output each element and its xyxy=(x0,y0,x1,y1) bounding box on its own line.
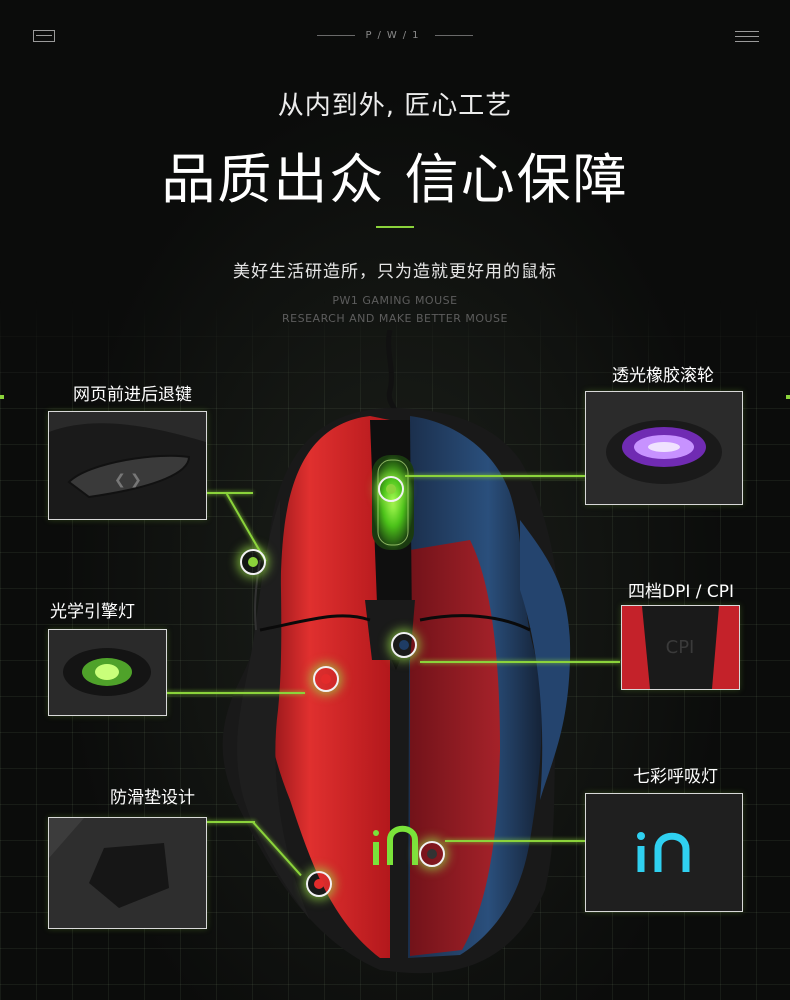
connector-side-buttons xyxy=(205,492,253,494)
connector-breathing-light xyxy=(445,840,585,842)
connector-scroll-wheel xyxy=(405,475,585,477)
logo-glow xyxy=(373,825,418,865)
callout-label-scroll-wheel: 透光橡胶滚轮 xyxy=(612,366,714,386)
subtitle: 从内到外, 匠心工艺 xyxy=(277,91,513,121)
logo-text: iN xyxy=(663,905,664,907)
callout-label-breathing-light: 七彩呼吸灯 xyxy=(633,767,718,787)
connector-dpi xyxy=(420,661,620,663)
connector-optical-engine xyxy=(165,692,305,694)
edge-tick-right xyxy=(786,395,790,399)
connector-anti-slip xyxy=(205,821,255,823)
page-indicator: P/W/1 xyxy=(0,30,790,41)
callout-label-optical-engine: 光学引擎灯 xyxy=(50,602,135,622)
callout-label-anti-slip: 防滑垫设计 xyxy=(110,788,195,808)
mouse-illustration xyxy=(222,330,571,974)
accent-divider xyxy=(376,226,414,228)
english-caption-line2: RESEARCH AND MAKE BETTER MOUSE xyxy=(282,312,508,325)
callout-label-dpi: 四档DPI / CPI xyxy=(628,582,735,602)
page-indicator-text: P/W/1 xyxy=(365,30,425,41)
english-caption-line1: PW1 GAMING MOUSE xyxy=(332,294,458,307)
marker-scroll-wheel xyxy=(378,476,404,502)
tagline: 美好生活研造所，只为造就更好用的鼠标 xyxy=(233,262,557,282)
callout-image-side-buttons: ❮ ❯ xyxy=(48,411,207,520)
callout-image-optical-engine xyxy=(48,629,167,716)
page-title: 品质出众 信心保障 xyxy=(161,148,629,211)
callout-image-scroll-wheel xyxy=(585,391,743,505)
callout-image-breathing-light: iN xyxy=(585,793,743,912)
marker-side-buttons xyxy=(240,549,266,575)
marker-anti-slip xyxy=(306,871,332,897)
svg-text:❮ ❯: ❮ ❯ xyxy=(114,472,142,488)
callout-label-side-buttons: 网页前进后退键 xyxy=(73,385,192,405)
callout-image-dpi: CPI xyxy=(621,605,740,690)
menu-icon xyxy=(735,31,759,43)
window-icon xyxy=(33,30,55,42)
marker-optical-engine xyxy=(313,666,339,692)
callout-image-anti-slip xyxy=(48,817,207,929)
edge-tick-left xyxy=(0,395,4,399)
marker-breathing-light xyxy=(419,841,445,867)
english-caption: PW1 GAMING MOUSE RESEARCH AND MAKE BETTE… xyxy=(0,292,790,328)
cpi-button-label: CPI xyxy=(666,637,695,658)
marker-dpi xyxy=(391,632,417,658)
